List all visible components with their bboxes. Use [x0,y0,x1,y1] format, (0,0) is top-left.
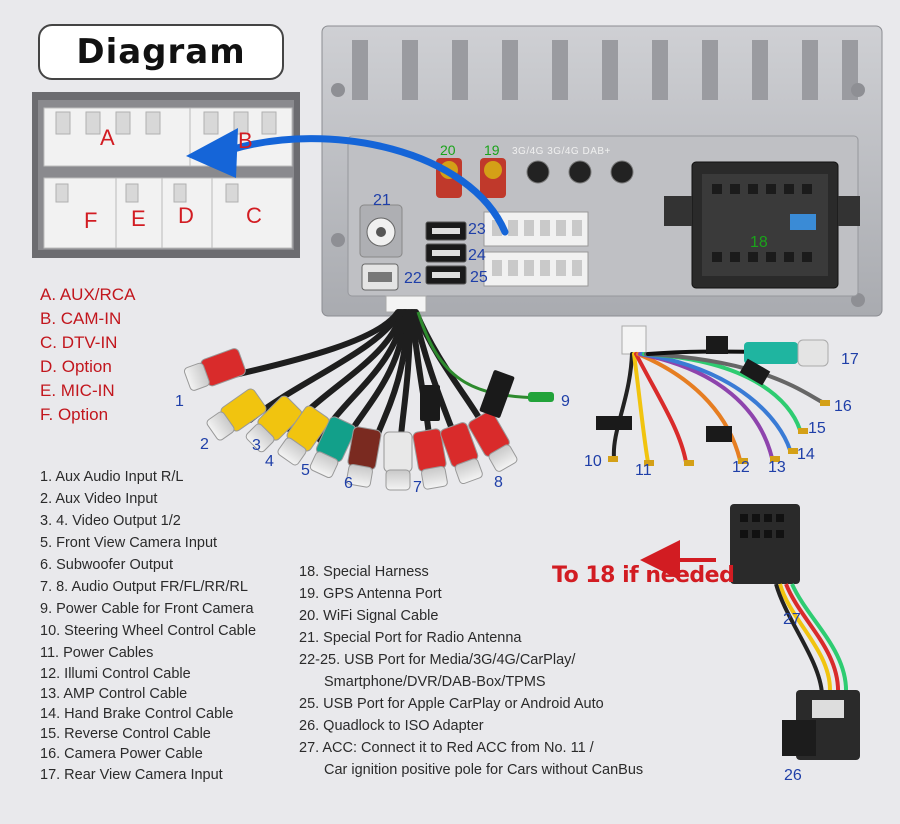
label-24: 24 [468,247,486,264]
power-harness [596,325,830,466]
cable-number-17: 17 [841,351,859,368]
cable-number-13: 13 [768,459,786,476]
cable-legend-right: 18. Special Harness 19. GPS Antenna Port… [299,561,643,781]
cable-number-10: 10 [584,453,602,470]
page-title: Diagram [38,24,284,80]
legend-item: 14. Hand Brake Control Cable [40,706,234,722]
quadlock-adapter [640,504,860,760]
legend-item: 1. Aux Audio Input R/L [40,469,184,485]
connector-label-f: F [84,208,98,233]
cable-number-26: 26 [784,767,802,784]
port-legend-item: E. MIC-IN [40,381,115,400]
label-19: 19 [484,142,500,158]
head-unit-back [321,25,883,317]
cable-number-7: 7 [413,479,422,496]
legend-item: 19. GPS Antenna Port [299,586,442,602]
legend-item: 12. Illumi Control Cable [40,666,191,682]
legend-item: 3. 4. Video Output 1/2 [40,513,181,529]
legend-item: 22-25. USB Port for Media/3G/4G/CarPlay/ [299,652,576,668]
label-18: 18 [750,234,768,251]
legend-item: 10. Steering Wheel Control Cable [40,623,257,639]
cable-number-2: 2 [200,436,209,453]
cable-number-1: 1 [175,393,184,410]
legend-item: 15. Reverse Control Cable [40,726,211,742]
legend-item: 17. Rear View Camera Input [40,767,223,783]
rca-cable-bundle [183,295,554,491]
cable-number-6: 6 [344,475,353,492]
connector-label-a: A [100,125,115,150]
legend-item: Smartphone/DVR/DAB-Box/TPMS [324,674,546,690]
connector-closeup [32,92,300,258]
legend-item: 11. Power Cables [40,645,154,661]
legend-item: 5. Front View Camera Input [40,535,218,551]
legend-item: Car ignition positive pole for Cars with… [324,762,644,778]
label-23: 23 [468,221,486,238]
cable-number-14: 14 [797,446,815,463]
cable-number-5: 5 [301,462,310,479]
legend-item: 7. 8. Audio Output FR/FL/RR/RL [40,579,248,595]
cable-number-11: 11 [635,462,652,479]
legend-item: 13. AMP Control Cable [40,686,188,702]
port-legend-item: A. AUX/RCA [40,285,136,304]
connector-label-d: D [178,203,194,228]
port-legend-item: C. DTV-IN [40,333,118,352]
port-legend-item: D. Option [40,357,112,376]
legend-item: 2. Aux Video Input [40,491,158,507]
cable-number-3: 3 [252,437,261,454]
connector-label-c: C [246,203,262,228]
cable-number-4: 4 [265,453,274,470]
legend-item: 9. Power Cable for Front Camera [40,601,254,617]
label-20: 20 [440,142,456,158]
callout-to-18: To 18 if needed [552,563,735,588]
legend-item: 20. WiFi Signal Cable [299,608,439,624]
rear-camera-plug [744,339,829,367]
connector-label-b: B [238,128,253,153]
cable-number-16: 16 [834,398,852,415]
blue-arrow [186,128,509,236]
legend-item: 25. USB Port for Apple CarPlay or Androi… [299,696,604,712]
port-legend-item: B. CAM-IN [40,309,122,328]
legend-item: 6. Subwoofer Output [40,557,173,573]
legend-item: 26. Quadlock to ISO Adapter [299,718,484,734]
legend-item: 27. ACC: Connect it to Red ACC from No. … [299,740,594,756]
legend-item: 18. Special Harness [299,564,429,580]
port-legend: A. AUX/RCA B. CAM-IN C. DTV-IN D. Option… [40,283,135,427]
cable-number-12: 12 [732,459,750,476]
cable-number-8: 8 [494,474,503,491]
label-21: 21 [373,192,391,209]
cable-number-15: 15 [808,420,826,437]
label-25: 25 [470,269,488,286]
legend-item: 21. Special Port for Radio Antenna [299,630,522,646]
cable-number-9: 9 [561,393,570,410]
label-22: 22 [404,270,422,287]
legend-item: 16. Camera Power Cable [40,746,203,762]
cable-legend-left: 1. Aux Audio Input R/L 2. Aux Video Inpu… [40,466,256,786]
connector-label-e: E [131,206,146,231]
cable-number-27: 27 [783,611,801,628]
panel-text: 3G/4G 3G/4G DAB+ [512,146,611,157]
port-legend-item: F. Option [40,405,109,424]
